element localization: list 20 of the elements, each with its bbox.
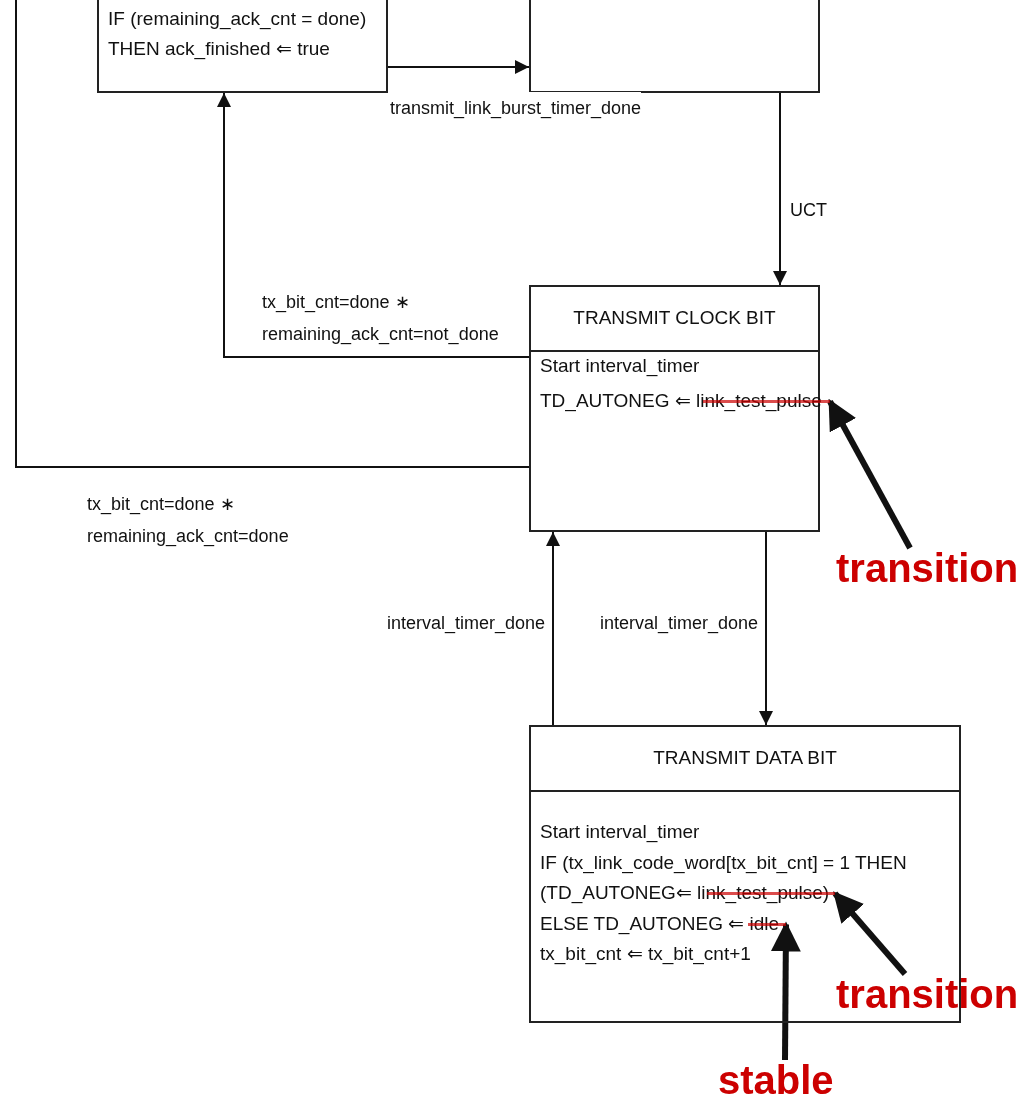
state-title: TRANSMIT CLOCK BIT [573, 305, 776, 330]
annotation-text: stable [718, 1060, 834, 1100]
leader-arrow [827, 398, 913, 550]
action-text: Start interval_timer [540, 354, 700, 379]
action-text: tx_bit_cnt ⇐ tx_bit_cnt+1 [540, 942, 751, 967]
connector-line [15, 0, 530, 468]
arrow [387, 60, 530, 74]
annotation-text: transition [836, 548, 1019, 588]
action-text: IF (remaining_ack_cnt = done) [108, 7, 367, 32]
arrow [759, 531, 773, 726]
action-text: IF (tx_link_code_word[tx_bit_cnt] = 1 THEN [540, 850, 907, 876]
action-text: Start interval_timer [540, 820, 700, 845]
state-title: TRANSMIT DATA BIT [653, 745, 837, 770]
arrow [217, 92, 530, 358]
leader-arrow [770, 921, 801, 1061]
action-text: THEN ack_finished ⇐ true [108, 37, 330, 62]
arrow [773, 92, 787, 286]
leader-arrow [832, 891, 908, 976]
arrow [546, 531, 560, 726]
state-box [97, 0, 388, 93]
